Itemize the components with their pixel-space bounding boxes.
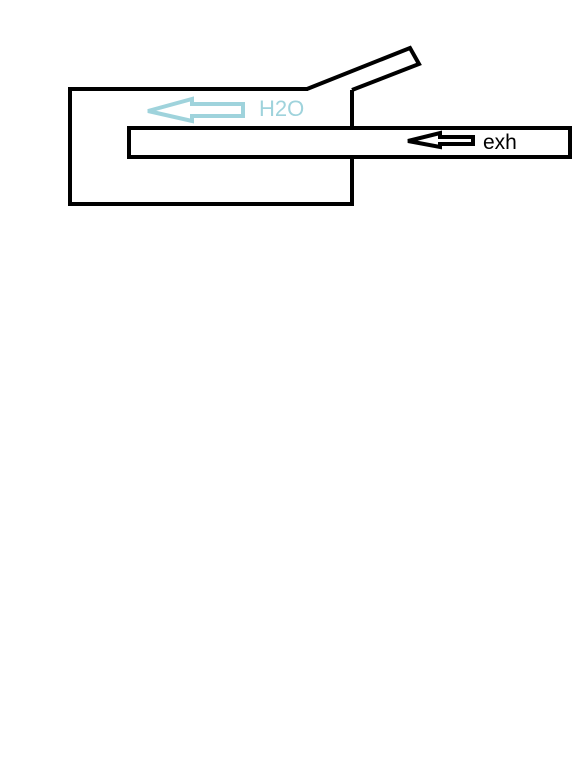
water-flow-arrow-icon [147, 96, 245, 124]
water-label: H2O [259, 96, 305, 121]
exhaust-pipe [127, 126, 572, 159]
angled-inlet-pipe [306, 45, 422, 92]
exhaust-label: exh [483, 131, 517, 154]
tank-outline [68, 87, 354, 206]
exhaust-flow-arrow-icon [407, 130, 475, 150]
